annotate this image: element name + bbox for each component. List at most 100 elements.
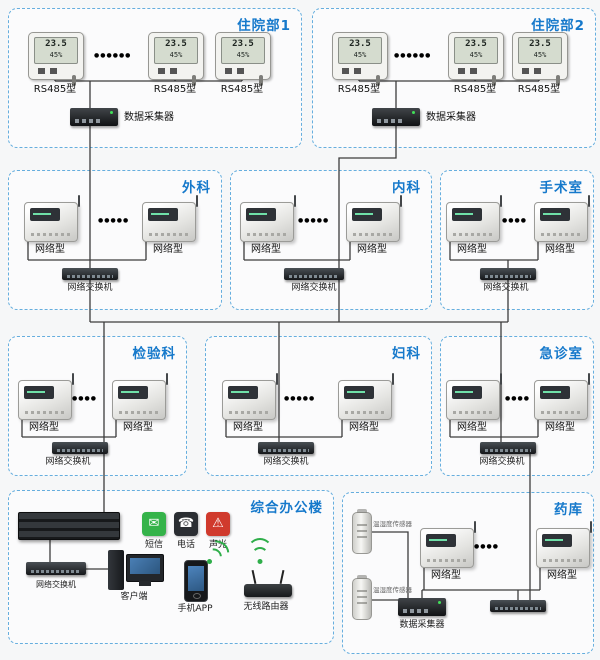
device-type-label: 网络型 [349, 422, 379, 433]
client-pc-tower [108, 550, 124, 590]
device-type-label: 网络型 [251, 244, 281, 255]
group-title-pharmacy: 药库 [554, 502, 583, 518]
lcd-humidity: 45% [353, 51, 367, 59]
device-type-label: 网络型 [29, 422, 59, 433]
group-title-lab: 检验科 [132, 346, 176, 362]
wifi-arc [247, 538, 273, 564]
network-device [420, 521, 476, 568]
sensor-label: 温湿度传感器 [373, 586, 412, 594]
lcd-screen: 23.5 45% [338, 37, 382, 64]
device-type-label: 网络型 [545, 244, 575, 255]
ellipsis-dots: ●●●● [72, 395, 97, 402]
wireless-router [244, 584, 292, 597]
device-type-label: 网络型 [457, 422, 487, 433]
group-box-pharmacy: 药库 [342, 492, 594, 654]
device-screen-icon [30, 208, 60, 221]
lcd-humidity: 45% [236, 51, 250, 59]
ellipsis-dots: ●●●●● [98, 217, 130, 224]
group-title-inpatient2: 住院部2 [531, 18, 585, 34]
device-type-label: 网络型 [457, 244, 487, 255]
device-screen-icon [540, 208, 570, 221]
device-type-label: RS485型 [517, 84, 561, 95]
ellipsis-dots: ●●●●● [284, 395, 316, 402]
ellipsis-dots: ●●●● [502, 217, 527, 224]
sms-icon: ✉ [142, 512, 166, 536]
group-title-er: 急诊室 [539, 346, 583, 362]
network-switch-label: 网络交换机 [483, 283, 529, 293]
data-collector-device [372, 108, 420, 126]
device-screen-icon [228, 386, 258, 399]
network-device [18, 373, 74, 420]
device-type-label: 网络型 [357, 244, 387, 255]
ellipsis-dots: ●●●● [505, 395, 530, 402]
data-collector-label: 数据采集器 [399, 620, 445, 630]
network-device [446, 195, 502, 242]
rs485-thermo-hygrometer: 23.5 45% [448, 32, 504, 86]
device-type-label: 网络型 [153, 244, 183, 255]
network-device [536, 521, 592, 568]
device-screen-icon [542, 534, 572, 547]
device-type-label: 网络型 [35, 244, 65, 255]
network-switch-device [258, 442, 314, 454]
rs485-thermo-hygrometer: 23.5 45% [332, 32, 388, 86]
ellipsis-dots: ●●●●●● [94, 52, 132, 59]
client-label: 客户端 [120, 592, 148, 602]
group-title-internal: 内科 [392, 180, 421, 196]
device-type-label: RS485型 [33, 84, 77, 95]
lcd-temp: 23.5 [349, 39, 371, 49]
device-type-label: 网络型 [547, 570, 577, 581]
network-switch-label: 网络交换机 [36, 580, 76, 589]
device-screen-icon [452, 208, 482, 221]
lcd-humidity: 45% [533, 51, 547, 59]
sensor-label: 温湿度传感器 [373, 520, 412, 528]
client-pc-monitor [126, 554, 164, 586]
lcd-temp: 23.5 [165, 39, 187, 49]
mobile-app-label: 手机APP [177, 604, 213, 614]
network-device [240, 195, 296, 242]
group-title-surgery: 外科 [182, 180, 211, 196]
temp-humidity-sensor [352, 509, 372, 554]
temp-humidity-sensor [352, 575, 372, 620]
network-switch-label: 网络交换机 [479, 457, 525, 467]
wifi-arc [257, 559, 263, 564]
wifi-signal-icon [247, 538, 273, 564]
network-device [446, 373, 502, 420]
group-title-operating: 手术室 [539, 180, 583, 196]
device-screen-icon [452, 386, 482, 399]
device-screen-icon [352, 208, 382, 221]
device-type-label: RS485型 [153, 84, 197, 95]
network-switch-device [284, 268, 344, 280]
data-collector-label: 数据采集器 [124, 112, 174, 123]
device-type-label: 网络型 [431, 570, 461, 581]
network-switch-label: 网络交换机 [45, 457, 91, 467]
telephone-label: 电话 [176, 540, 195, 550]
network-device [534, 195, 590, 242]
lcd-humidity: 45% [469, 51, 483, 59]
network-device [112, 373, 168, 420]
lcd-screen: 23.5 45% [454, 37, 498, 64]
data-collector-device [398, 598, 446, 616]
network-switch-label: 网络交换机 [263, 457, 309, 467]
data-collector-label: 数据采集器 [426, 112, 476, 123]
device-screen-icon [24, 386, 54, 399]
network-switch-label: 网络交换机 [67, 283, 113, 293]
lcd-temp: 23.5 [465, 39, 487, 49]
device-screen-icon [540, 386, 570, 399]
device-screen-icon [118, 386, 148, 399]
sms-label: 短信 [144, 540, 163, 550]
ellipsis-dots: ●●●●●● [394, 52, 432, 59]
network-switch-device [480, 442, 536, 454]
wireless-router-label: 无线路由器 [243, 602, 289, 612]
network-device [346, 195, 402, 242]
sound-light-alarm-icon: ⚠ [206, 512, 230, 536]
network-switch-device [26, 562, 86, 575]
device-type-label: 网络型 [123, 422, 153, 433]
